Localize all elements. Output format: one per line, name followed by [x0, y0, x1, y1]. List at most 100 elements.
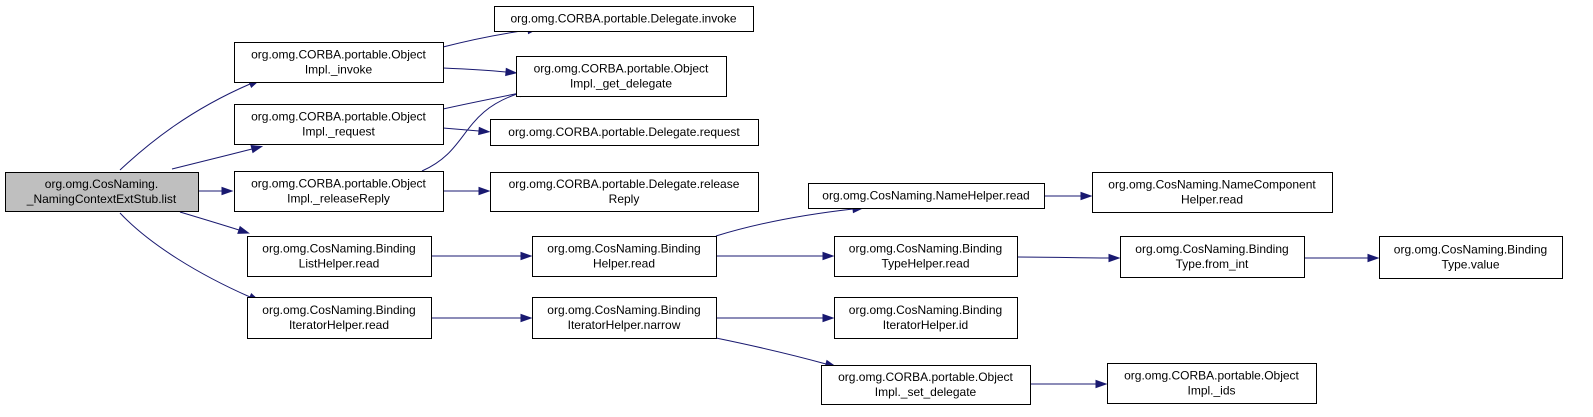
edge-line — [442, 127, 480, 132]
graph-nodes: org.omg.CosNaming._NamingContextExtStub.… — [5, 6, 1563, 405]
node-label-line: org.omg.CosNaming.Binding — [547, 303, 700, 317]
node-binding-iterator-helper-read[interactable]: org.omg.CosNaming.BindingIteratorHelper.… — [247, 297, 432, 339]
node-label-line: Impl._invoke — [305, 63, 373, 77]
edge-name-helper-read-to-name-component-helper-read — [1044, 191, 1093, 201]
node-label-line: Impl._set_delegate — [875, 385, 977, 399]
node-box — [1107, 363, 1317, 404]
arrowhead — [478, 126, 491, 136]
node-label-line: Type.from_int — [1176, 257, 1249, 271]
node-label-line: org.omg.CORBA.portable.Object — [1124, 369, 1299, 383]
edge-list-to-obj-request — [171, 145, 264, 170]
node-obj-invoke[interactable]: org.omg.CORBA.portable.ObjectImpl._invok… — [234, 42, 444, 83]
arrowhead — [1095, 379, 1108, 389]
node-label-line: org.omg.CORBA.portable.Object — [251, 110, 426, 124]
node-list[interactable]: org.omg.CosNaming._NamingContextExtStub.… — [5, 172, 199, 212]
node-label-line: org.omg.CORBA.portable.Object — [251, 177, 426, 191]
arrowhead — [520, 313, 533, 323]
node-label-line: IteratorHelper.read — [289, 318, 389, 332]
node-box — [490, 119, 759, 146]
edge-line — [421, 92, 521, 172]
node-box — [247, 297, 432, 339]
node-delegate-invoke[interactable]: org.omg.CORBA.portable.Delegate.invoke — [494, 6, 754, 32]
edge-line — [715, 208, 854, 237]
arrowhead — [478, 186, 491, 196]
node-label-line: org.omg.CosNaming.Binding — [1135, 242, 1288, 256]
node-obj-set-delegate[interactable]: org.omg.CORBA.portable.ObjectImpl._set_d… — [821, 365, 1031, 405]
node-label-line: Impl._request — [302, 125, 375, 139]
node-box — [490, 172, 759, 212]
arrowhead — [237, 225, 250, 234]
node-label-line: org.omg.CosNaming.Binding — [262, 242, 415, 256]
edge-binding-type-from-int-to-binding-type-value — [1304, 253, 1380, 263]
node-label-line: ListHelper.read — [299, 257, 380, 271]
node-box — [5, 172, 199, 212]
edge-line — [442, 29, 529, 48]
edge-line — [179, 211, 240, 231]
node-box — [234, 104, 444, 145]
node-label-line: Helper.read — [593, 257, 655, 271]
edge-line — [119, 83, 251, 171]
node-label-line: org.omg.CORBA.portable.Object — [838, 370, 1013, 384]
node-obj-get-delegate[interactable]: org.omg.CORBA.portable.ObjectImpl._get_d… — [516, 56, 727, 97]
node-box — [532, 236, 717, 277]
node-label-line: org.omg.CORBA.portable.Delegate.invoke — [510, 12, 736, 26]
node-label-line: org.omg.CORBA.portable.Delegate.request — [508, 125, 740, 139]
node-label-line: Impl._get_delegate — [570, 77, 672, 91]
graph-edges — [119, 25, 1380, 389]
node-box — [494, 6, 754, 32]
node-box — [821, 365, 1031, 405]
arrowhead — [221, 186, 234, 196]
node-box — [532, 297, 717, 339]
node-delegate-release-reply[interactable]: org.omg.CORBA.portable.Delegate.releaseR… — [490, 172, 759, 212]
edge-obj-releaseReply-to-delegate-release-reply — [443, 186, 491, 196]
node-box — [1120, 236, 1305, 278]
node-label-line: IteratorHelper.id — [883, 318, 968, 332]
node-label-line: org.omg.CORBA.portable.Delegate.release — [509, 177, 740, 191]
node-box — [834, 297, 1018, 339]
edge-obj-set-delegate-to-obj-ids — [1030, 379, 1108, 389]
node-label-line: Impl._releaseReply — [287, 192, 390, 206]
arrowhead — [822, 251, 835, 261]
node-name-component-helper-read[interactable]: org.omg.CosNaming.NameComponentHelper.re… — [1092, 172, 1333, 213]
node-box — [516, 56, 727, 97]
node-label-line: org.omg.CosNaming.NameComponent — [1108, 178, 1316, 192]
node-obj-releaseReply[interactable]: org.omg.CORBA.portable.ObjectImpl._relea… — [234, 171, 444, 212]
edge-line — [119, 212, 251, 298]
node-label-line: Helper.read — [1181, 193, 1243, 207]
edge-binding-type-helper-read-to-binding-type-from-int — [1016, 253, 1121, 263]
arrowhead — [1367, 253, 1380, 263]
node-label-line: org.omg.CORBA.portable.Object — [534, 62, 709, 76]
node-name-helper-read[interactable]: org.omg.CosNaming.NameHelper.read — [808, 183, 1045, 209]
node-label-line: org.omg.CosNaming.Binding — [547, 242, 700, 256]
node-label-line: org.omg.CosNaming.Binding — [849, 303, 1002, 317]
node-box — [234, 42, 444, 83]
node-label-line: IteratorHelper.narrow — [568, 318, 681, 332]
node-label-line: Type.value — [1441, 258, 1499, 272]
edge-obj-request-to-delegate-request — [442, 126, 491, 136]
node-label-line: TypeHelper.read — [881, 257, 969, 271]
node-label-line: org.omg.CosNaming.NameHelper.read — [822, 189, 1029, 203]
edge-line — [442, 92, 521, 110]
node-binding-iterator-helper-id[interactable]: org.omg.CosNaming.BindingIteratorHelper.… — [834, 297, 1018, 339]
arrowhead — [250, 145, 264, 154]
arrowhead — [520, 251, 533, 261]
node-binding-iterator-helper-narrow[interactable]: org.omg.CosNaming.BindingIteratorHelper.… — [532, 297, 717, 339]
edge-line — [171, 148, 253, 170]
node-label-line: org.omg.CosNaming.Binding — [1394, 243, 1547, 257]
node-delegate-request[interactable]: org.omg.CORBA.portable.Delegate.request — [490, 119, 759, 146]
node-obj-request[interactable]: org.omg.CORBA.portable.ObjectImpl._reque… — [234, 104, 444, 145]
node-label-line: Reply — [609, 192, 640, 206]
edge-line — [1016, 256, 1110, 259]
edge-binding-helper-read-to-binding-type-helper-read — [716, 251, 835, 261]
node-label-line: org.omg.CosNaming. — [45, 177, 158, 191]
arrowhead — [1080, 191, 1093, 201]
edge-binding-iterator-helper-read-to-binding-iterator-helper-narrow — [431, 313, 533, 323]
node-box — [247, 236, 432, 277]
